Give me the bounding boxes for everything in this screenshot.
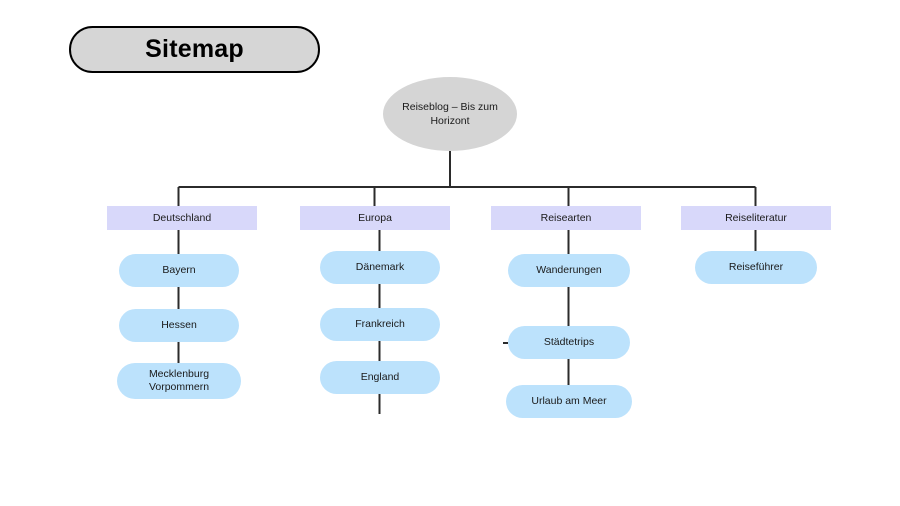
leaf-label: Urlaub am Meer bbox=[531, 394, 607, 407]
leaf-node-staedtetrips[interactable]: Städtetrips bbox=[508, 326, 630, 359]
stray-tick-mark bbox=[503, 342, 508, 344]
page-title: Sitemap bbox=[145, 35, 244, 63]
leaf-label: Frankreich bbox=[355, 317, 405, 330]
category-label: Reisearten bbox=[540, 211, 592, 224]
category-node-deutschland[interactable]: Deutschland bbox=[107, 206, 257, 230]
leaf-label: Bayern bbox=[162, 263, 196, 276]
leaf-node-hessen[interactable]: Hessen bbox=[119, 309, 239, 342]
leaf-node-frankreich[interactable]: Frankreich bbox=[320, 308, 440, 341]
category-label: Reiseliteratur bbox=[725, 211, 787, 224]
sitemap-title-badge: Sitemap bbox=[69, 26, 320, 73]
category-label: Europa bbox=[358, 211, 392, 224]
category-label: Deutschland bbox=[152, 211, 212, 224]
leaf-node-bayern[interactable]: Bayern bbox=[119, 254, 239, 287]
leaf-label: Dänemark bbox=[355, 260, 405, 273]
leaf-label: Städtetrips bbox=[543, 335, 595, 348]
root-node-label: Reiseblog – Bis zum Horizont bbox=[402, 100, 498, 127]
leaf-label: Wanderungen bbox=[536, 263, 602, 276]
leaf-label: Mecklenburg Vorpommern bbox=[148, 367, 210, 393]
leaf-node-urlaub-am-meer[interactable]: Urlaub am Meer bbox=[506, 385, 632, 418]
leaf-label: Hessen bbox=[161, 318, 197, 331]
root-node[interactable]: Reiseblog – Bis zum Horizont bbox=[383, 77, 517, 151]
category-node-europa[interactable]: Europa bbox=[300, 206, 450, 230]
leaf-label: England bbox=[360, 370, 400, 383]
leaf-node-mecklenburg-vorpommern[interactable]: Mecklenburg Vorpommern bbox=[117, 363, 241, 399]
category-node-reiseliteratur[interactable]: Reiseliteratur bbox=[681, 206, 831, 230]
leaf-node-reisefuehrer[interactable]: Reiseführer bbox=[695, 251, 817, 284]
leaf-node-wanderungen[interactable]: Wanderungen bbox=[508, 254, 630, 287]
category-node-reisearten[interactable]: Reisearten bbox=[491, 206, 641, 230]
leaf-node-daenemark[interactable]: Dänemark bbox=[320, 251, 440, 284]
leaf-label: Reiseführer bbox=[728, 260, 784, 273]
leaf-node-england[interactable]: England bbox=[320, 361, 440, 394]
